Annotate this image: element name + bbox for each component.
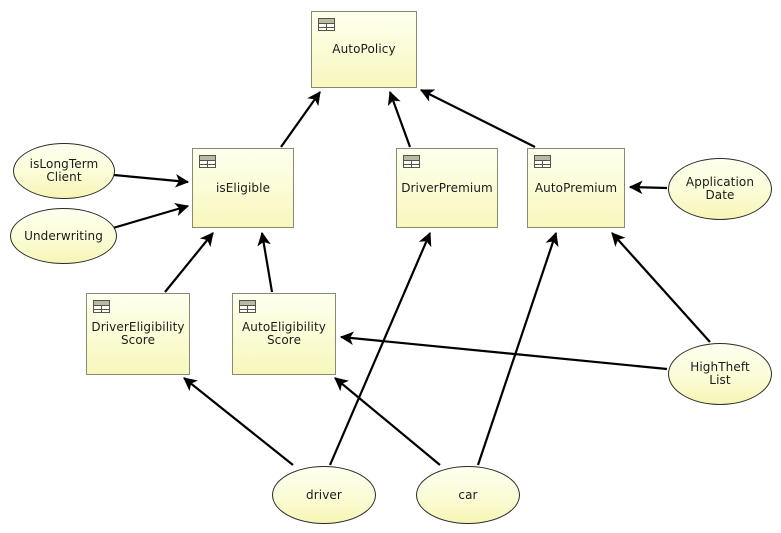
node-label-autoEligibilityScore: AutoEligibility Score [242, 320, 326, 347]
node-driver[interactable]: driver [272, 466, 376, 524]
node-label-car: car [458, 487, 478, 502]
node-label-driverEligibilityScore: DriverEligibility Score [91, 320, 185, 347]
node-label-highTheftList: HighTheft List [690, 360, 750, 387]
node-applicationDate[interactable]: Application Date [668, 158, 772, 220]
table-icon [403, 155, 420, 168]
node-car[interactable]: car [416, 466, 520, 524]
node-label-driverPremium: DriverPremium [401, 180, 493, 195]
node-label-autoPremium: AutoPremium [534, 180, 618, 195]
node-autoEligibilityScore[interactable]: AutoEligibility Score [232, 293, 336, 375]
edges-group [112, 89, 711, 466]
edge-autoPremium-to-autoPolicy [420, 89, 536, 148]
edge-driverEligibilityScore-to-isEligible [164, 232, 214, 293]
table-icon [318, 18, 335, 31]
edge-driver-to-driverPremium [328, 231, 432, 466]
node-label-driver: driver [306, 487, 342, 502]
node-highTheftList[interactable]: HighTheft List [668, 343, 772, 405]
table-icon [199, 155, 216, 168]
edge-car-to-autoPremium [476, 231, 559, 466]
edge-highTheftList-to-autoPremium [611, 232, 711, 343]
node-label-autoPolicy: AutoPolicy [332, 42, 396, 56]
edge-highTheftList-to-autoEligibilityScore [339, 331, 668, 371]
edge-underwriting-to-isEligible [112, 202, 190, 230]
node-isEligible[interactable]: isEligible [192, 148, 294, 228]
node-underwriting[interactable]: Underwriting [10, 208, 117, 264]
node-label-isEligible: isEligible [215, 180, 271, 195]
edge-driver-to-driverEligibilityScore [183, 377, 294, 466]
table-icon [239, 300, 256, 313]
node-driverEligibilityScore[interactable]: DriverEligibility Score [86, 293, 190, 375]
edge-car-to-autoEligibilityScore [334, 377, 441, 466]
node-label-underwriting: Underwriting [24, 228, 103, 243]
table-icon [534, 155, 551, 168]
edge-isLongTermClient-to-isEligible [113, 173, 190, 188]
node-label-isLongTermClient: isLongTerm Client [29, 157, 99, 184]
node-autoPremium[interactable]: AutoPremium [527, 148, 625, 228]
edge-isEligible-to-autoPolicy [280, 91, 321, 148]
edge-autoEligibilityScore-to-isEligible [257, 231, 274, 293]
table-icon [93, 300, 110, 313]
node-autoPolicy[interactable]: AutoPolicy [311, 11, 417, 88]
edge-applicationDate-to-autoPremium [628, 180, 668, 195]
edge-driverPremium-to-autoPolicy [387, 90, 412, 148]
node-driverPremium[interactable]: DriverPremium [396, 148, 498, 228]
node-label-applicationDate: Application Date [685, 175, 755, 202]
node-isLongTermClient[interactable]: isLongTerm Client [13, 143, 115, 199]
